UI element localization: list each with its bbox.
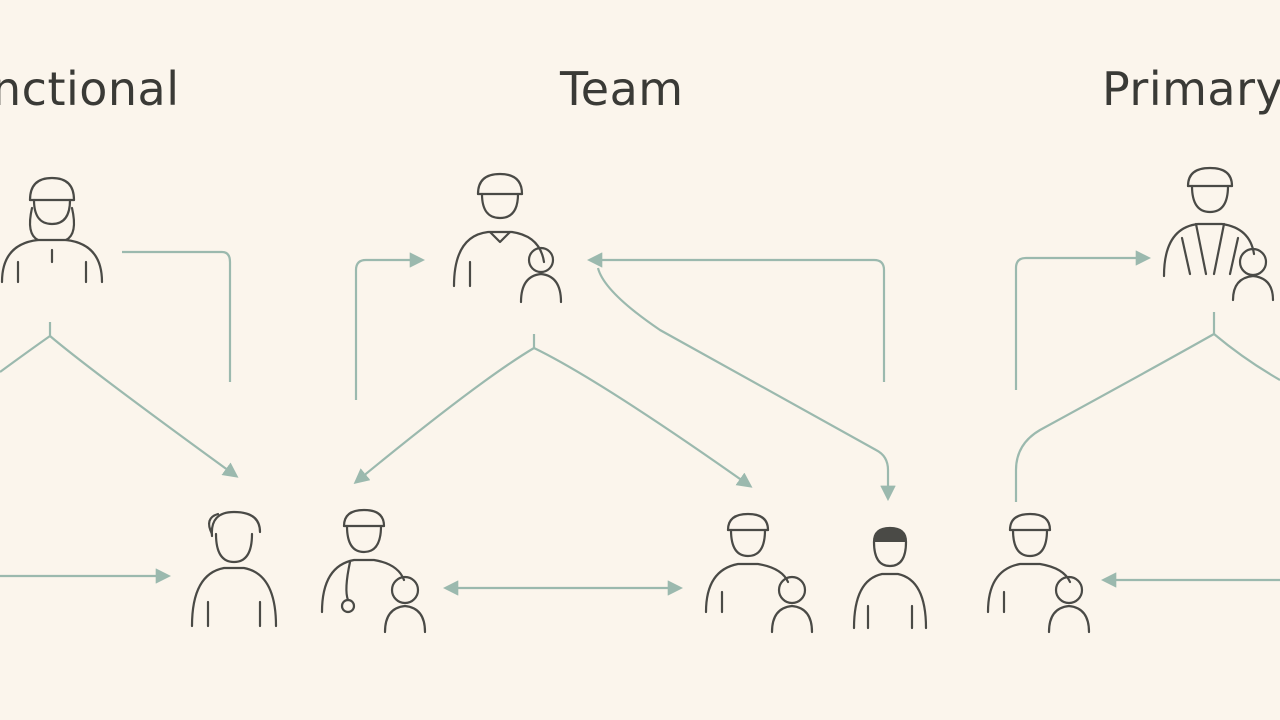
- connector-up-to-doctor: [354, 252, 426, 400]
- connector-branch-left-team: [353, 334, 536, 484]
- child-icon: [770, 575, 814, 634]
- clinician-icon: [1162, 166, 1256, 278]
- patient-icon: [190, 510, 278, 628]
- child-icon: [383, 575, 427, 634]
- connector-branch-left: [0, 322, 52, 373]
- connector-nurse-right: [122, 250, 232, 382]
- connector-top-right: [586, 252, 886, 382]
- connector-branch-right-team: [533, 347, 753, 488]
- connector-branch-primary-left: [1014, 312, 1216, 502]
- connector-up-to-primary: [1014, 250, 1152, 390]
- heading-team: Team: [560, 62, 684, 116]
- heading-primary: Primary: [1102, 62, 1280, 116]
- doctor-with-child-icon: [452, 172, 546, 288]
- child-icon: [1231, 247, 1275, 302]
- connectors-primary: [1014, 250, 1280, 588]
- heading-functional: nctional: [0, 62, 180, 116]
- connector-branch-down: [49, 335, 239, 478]
- doctor-with-child-icon: [986, 512, 1072, 614]
- connectors-functional: [0, 250, 239, 584]
- connectors-team: [353, 252, 896, 596]
- connector-diagonal-right: [596, 267, 896, 502]
- connector-branch-primary-right: [1213, 333, 1280, 381]
- child-icon: [519, 246, 563, 304]
- doctor-with-stethoscope-icon: [320, 508, 406, 614]
- nurse-icon: [0, 176, 104, 284]
- doctor-with-child-icon: [704, 512, 790, 614]
- child-icon: [1047, 575, 1091, 634]
- patient-icon: [852, 526, 928, 630]
